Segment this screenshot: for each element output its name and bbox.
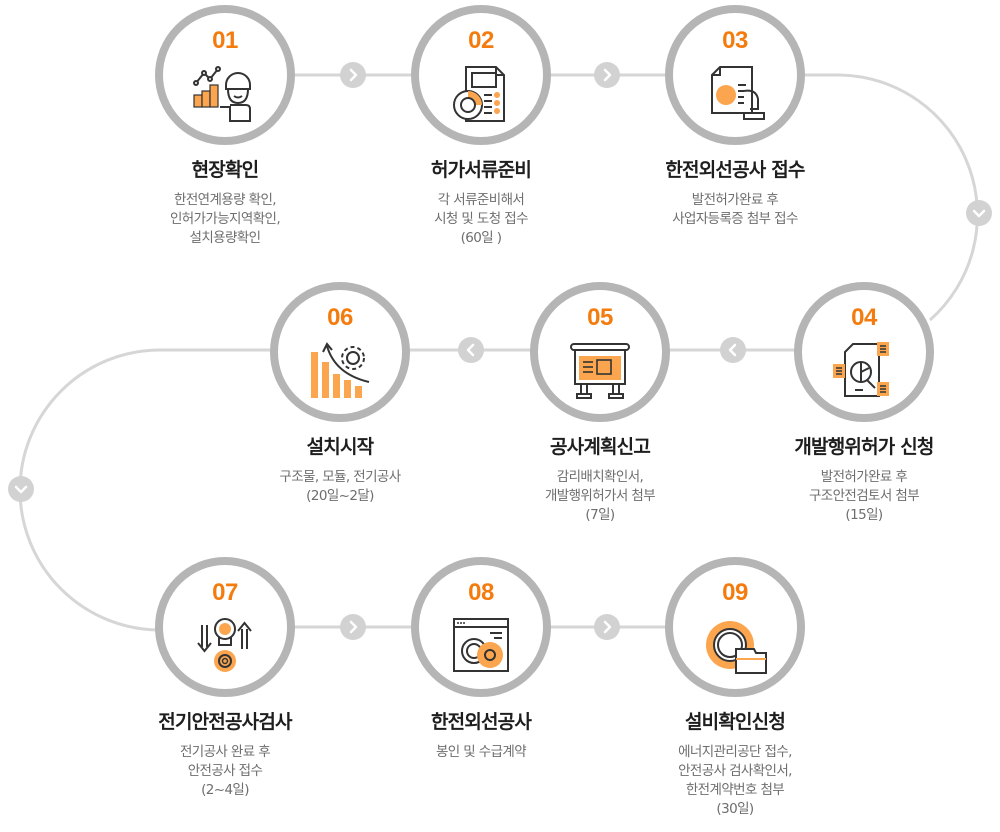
- step-ring: 06: [270, 282, 410, 422]
- step-description: 발전허가완료 후 사업자등록증 첨부 접수: [672, 192, 798, 227]
- chevron-right-icon: [349, 620, 358, 634]
- arrow-right-8-9: [594, 614, 620, 640]
- arrow-down-6-7: [8, 476, 34, 502]
- step-title: 현장확인: [191, 159, 260, 181]
- step-description: 봉인 및 수급계약: [435, 744, 527, 760]
- step-ring: 01: [155, 5, 295, 145]
- arrow-left-5-6: [458, 337, 484, 363]
- step-number: 03: [722, 27, 748, 54]
- step-title: 설치시작: [306, 436, 375, 458]
- step-description: 한전연계용량 확인, 인허가가능지역확인, 설치용량확인: [169, 192, 281, 246]
- step-number: 05: [587, 304, 613, 331]
- bar-chart-gear-icon: [305, 340, 375, 400]
- step-title: 설비확인신청: [684, 711, 786, 733]
- arrow-right-7-8: [340, 614, 366, 640]
- chevron-down-icon: [14, 485, 28, 494]
- arrow-down-3-4: [966, 200, 992, 226]
- document-stamp-icon: [700, 63, 770, 123]
- step-title: 허가서류준비: [430, 159, 532, 181]
- arrow-left-4-5: [720, 337, 746, 363]
- step-number: 06: [327, 304, 353, 331]
- step-ring: 04: [794, 282, 934, 422]
- step-description: 발전허가완료 후 구조안전검토서 첨부 (15일): [808, 469, 920, 523]
- chevron-left-icon: [466, 343, 475, 357]
- billboard-icon: [565, 340, 635, 400]
- step-description: 감리배치확인서, 개발행위허가서 첨부 (7일): [544, 469, 656, 523]
- step-description: 전기공사 완료 후 안전공사 접수 (2~4일): [179, 744, 271, 798]
- step-number: 04: [851, 304, 877, 331]
- chevron-right-icon: [603, 620, 612, 634]
- step-ring: 02: [411, 5, 551, 145]
- step-number: 02: [468, 27, 494, 54]
- chevron-down-icon: [972, 209, 986, 218]
- chevron-left-icon: [728, 343, 737, 357]
- step-title: 전기안전공사검사: [158, 711, 292, 733]
- worker-chart-icon: [190, 63, 260, 123]
- step-ring: 08: [411, 557, 551, 697]
- step-number: 09: [722, 579, 748, 606]
- step-description: 에너지관리공단 접수, 안전공사 검사확인서, 한전계약번호 첨부 (30일): [678, 744, 792, 817]
- step-ring: 09: [665, 557, 805, 697]
- arrow-right-2-3: [594, 62, 620, 88]
- step-description: 각 서류준비해서 시청 및 도청 접수 (60일 ): [434, 192, 528, 246]
- step-ring: 05: [530, 282, 670, 422]
- step-number: 07: [212, 579, 238, 606]
- arrow-right-1-2: [340, 62, 366, 88]
- lightbulb-gear-arrows-icon: [190, 615, 260, 675]
- gear-folder-icon: [700, 615, 770, 675]
- document-report-icon: [446, 63, 516, 123]
- step-description: 구조물, 모듈, 전기공사 (20일~2달): [279, 469, 401, 504]
- step-title: 한전외선공사: [430, 711, 532, 733]
- step-title: 한전외선공사 접수: [665, 159, 805, 181]
- document-analysis-icon: [829, 340, 899, 400]
- step-ring: 07: [155, 557, 295, 697]
- step-number: 08: [468, 579, 494, 606]
- browser-gear-icon: [446, 615, 516, 675]
- step-number: 01: [212, 27, 238, 54]
- chevron-right-icon: [349, 68, 358, 82]
- step-title: 개발행위허가 신청: [794, 436, 934, 458]
- chevron-right-icon: [603, 68, 612, 82]
- step-ring: 03: [665, 5, 805, 145]
- step-title: 공사계획신고: [549, 436, 651, 458]
